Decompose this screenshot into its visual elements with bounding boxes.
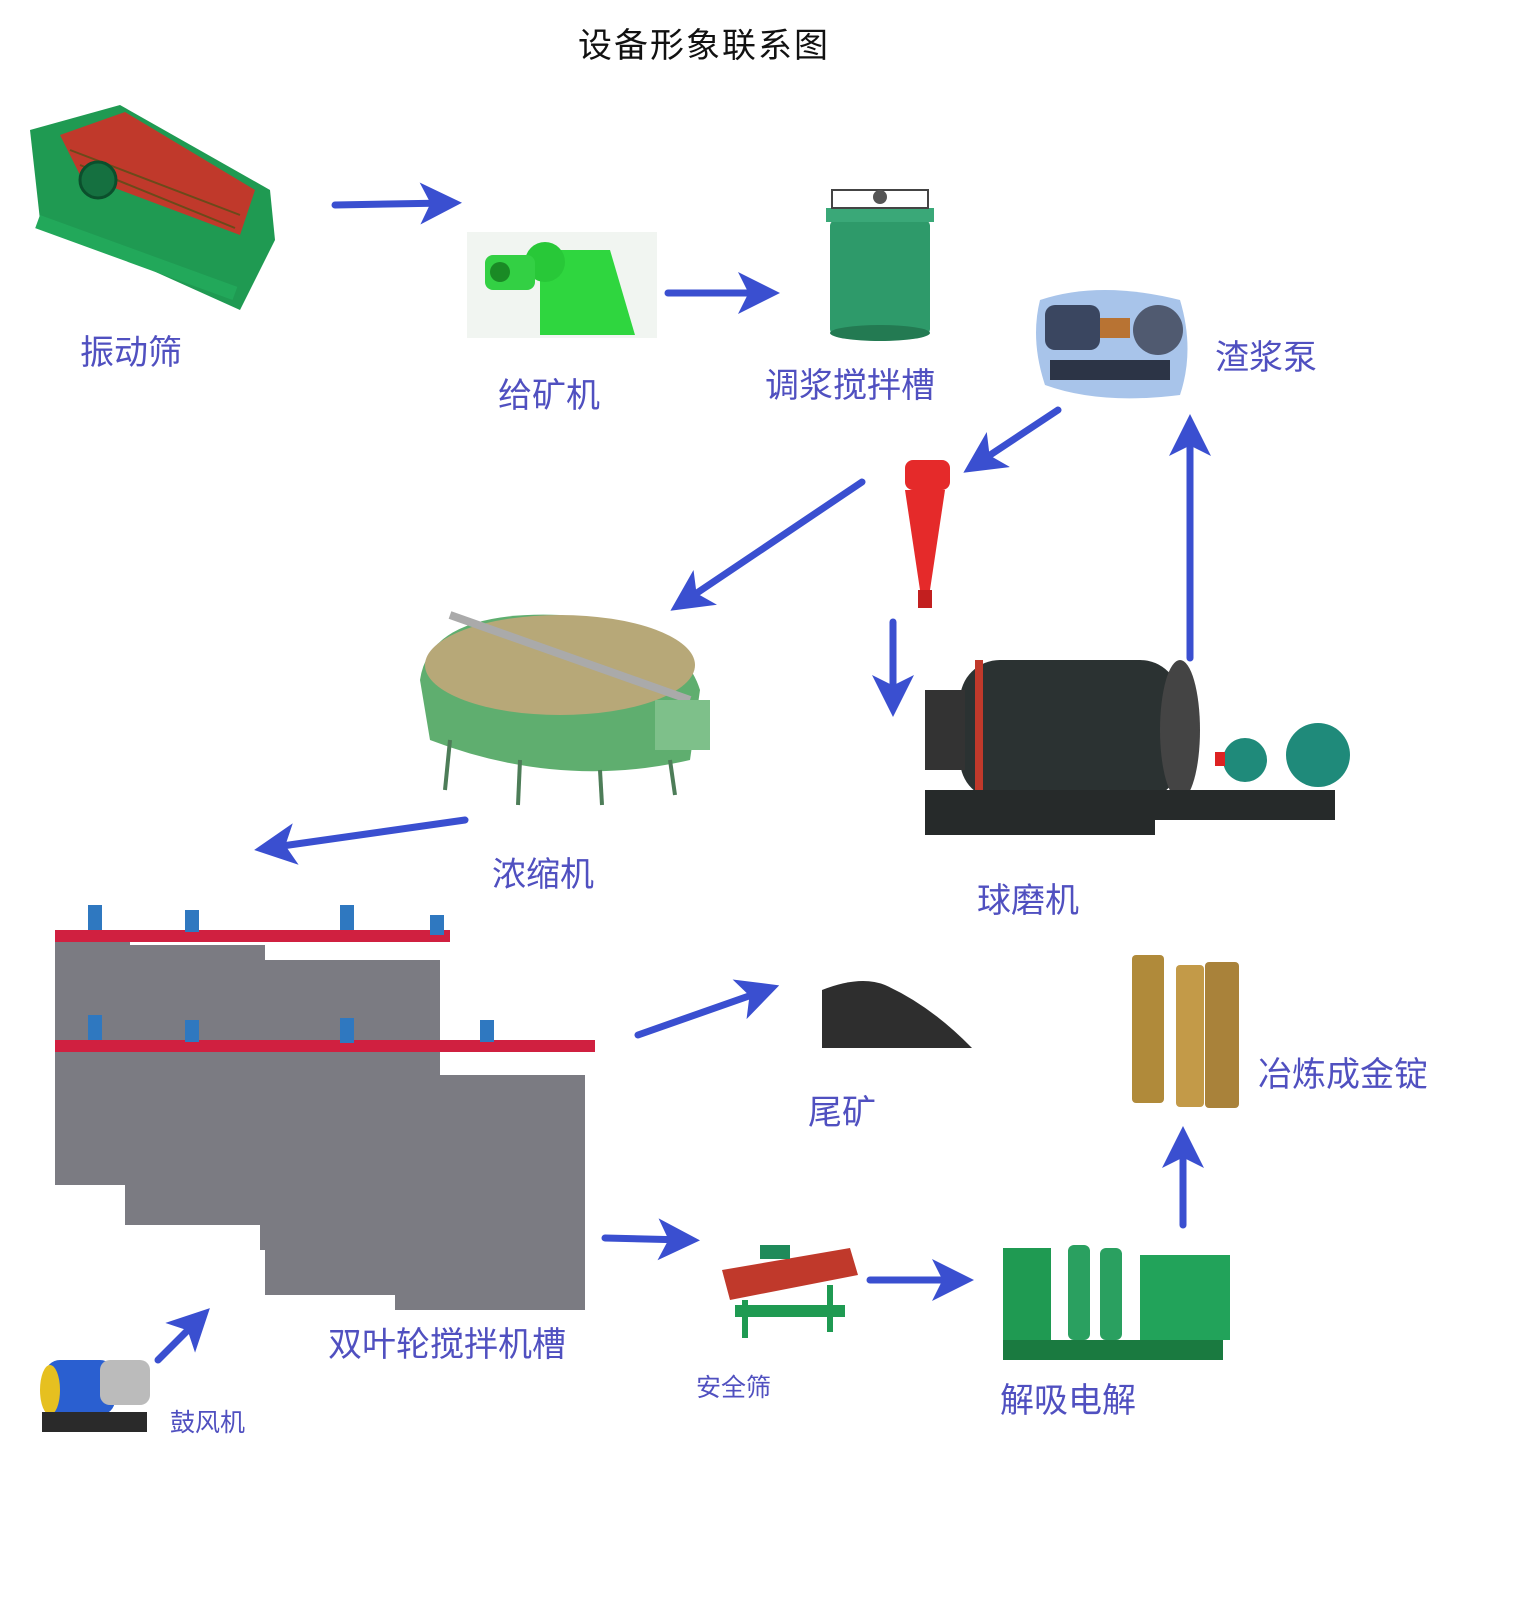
label-slurry-pump: 渣浆泵 — [1215, 338, 1317, 378]
arrow-thickener-to-tanks — [254, 816, 469, 865]
label-thickener: 浓缩机 — [492, 855, 594, 895]
blower-image — [40, 1360, 150, 1432]
ball-mill-image — [925, 660, 1350, 835]
label-vibrating-screen: 振动筛 — [80, 333, 182, 373]
feeder-image — [467, 232, 657, 338]
safety-screen-image — [722, 1245, 858, 1338]
label-tailings: 尾矿 — [808, 1093, 876, 1133]
thickener-image — [420, 611, 710, 806]
mixing-tank-image — [826, 189, 934, 341]
label-gold-ingot: 冶炼成金锭 — [1258, 1055, 1428, 1095]
slurry-pump-image — [1036, 290, 1188, 399]
gold-ingot-image — [1132, 955, 1239, 1108]
diagram-title: 设备形象联系图 — [578, 26, 830, 66]
arrow-pump-to-cyclone — [963, 406, 1062, 473]
label-safety-screen: 安全筛 — [696, 1373, 772, 1402]
label-electrolysis: 解吸电解 — [1000, 1381, 1136, 1421]
hydrocyclone-image — [905, 460, 950, 608]
arrow-cyclone-to-thickener — [670, 478, 866, 611]
label-blower: 鼓风机 — [170, 1408, 246, 1437]
agitation-tanks-image — [55, 905, 595, 1310]
arrow-screen-to-feeder — [331, 182, 462, 225]
arrow-tanks-to-safety-screen — [601, 1218, 700, 1261]
label-mixing-tank: 调浆搅拌槽 — [765, 366, 935, 406]
electrolysis-image — [1003, 1245, 1230, 1360]
tailings-image — [822, 981, 972, 1048]
label-agitation-tanks: 双叶轮搅拌机槽 — [328, 1325, 566, 1365]
label-ball-mill: 球磨机 — [977, 881, 1079, 921]
arrow-tanks-to-tailings — [634, 979, 780, 1039]
arrow-blower-to-tanks — [154, 1308, 210, 1364]
vibrating-screen-image — [30, 105, 275, 310]
label-feeder: 给矿机 — [498, 376, 600, 416]
